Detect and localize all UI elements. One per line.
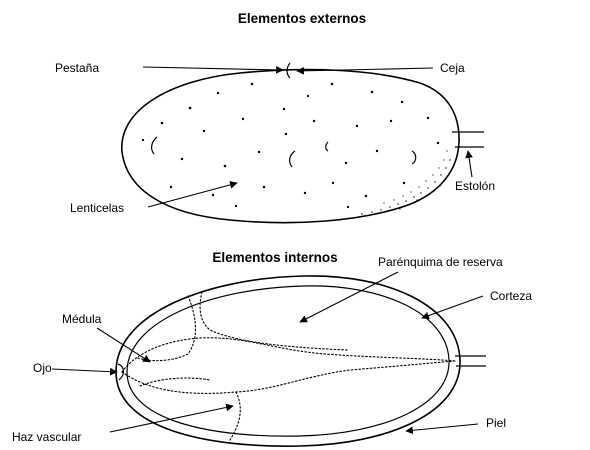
label-haz: Haz vascular xyxy=(12,430,81,444)
medulla-boundary-top xyxy=(200,292,348,350)
external-title: Elementos externos xyxy=(238,11,366,26)
arrow-pestana xyxy=(143,67,283,70)
vascular-ring-upper xyxy=(122,338,455,372)
label-parenquima: Parénquima de reserva xyxy=(378,255,503,269)
label-pestana: Pestaña xyxy=(55,61,99,75)
arrow-piel xyxy=(406,424,478,431)
cortex-line xyxy=(127,286,449,436)
arrow-parenquima xyxy=(300,272,398,322)
vascular-ring-lower xyxy=(122,361,455,393)
arrow-corteza xyxy=(422,296,483,318)
label-ceja: Ceja xyxy=(440,61,465,75)
label-lenticelas: Lenticelas xyxy=(70,201,124,215)
tuber-outline xyxy=(122,70,459,223)
arrow-lenticelas xyxy=(148,183,237,207)
label-ojo: Ojo xyxy=(33,361,52,375)
stolon xyxy=(452,132,484,147)
arrow-ojo xyxy=(52,369,117,372)
medulla-lower-left xyxy=(140,378,210,386)
arrow-estolon xyxy=(468,151,472,177)
internal-tuber xyxy=(116,276,486,446)
lenticels xyxy=(142,83,439,208)
label-medula: Médula xyxy=(62,312,102,326)
label-piel: Piel xyxy=(486,416,506,430)
label-estolon: Estolón xyxy=(455,179,495,193)
external-tuber xyxy=(122,63,484,223)
label-corteza: Corteza xyxy=(490,289,532,303)
internal-title: Elementos internos xyxy=(212,250,337,265)
arrow-haz xyxy=(110,406,233,432)
skin-outer xyxy=(116,276,460,446)
arrow-medula xyxy=(97,328,150,362)
